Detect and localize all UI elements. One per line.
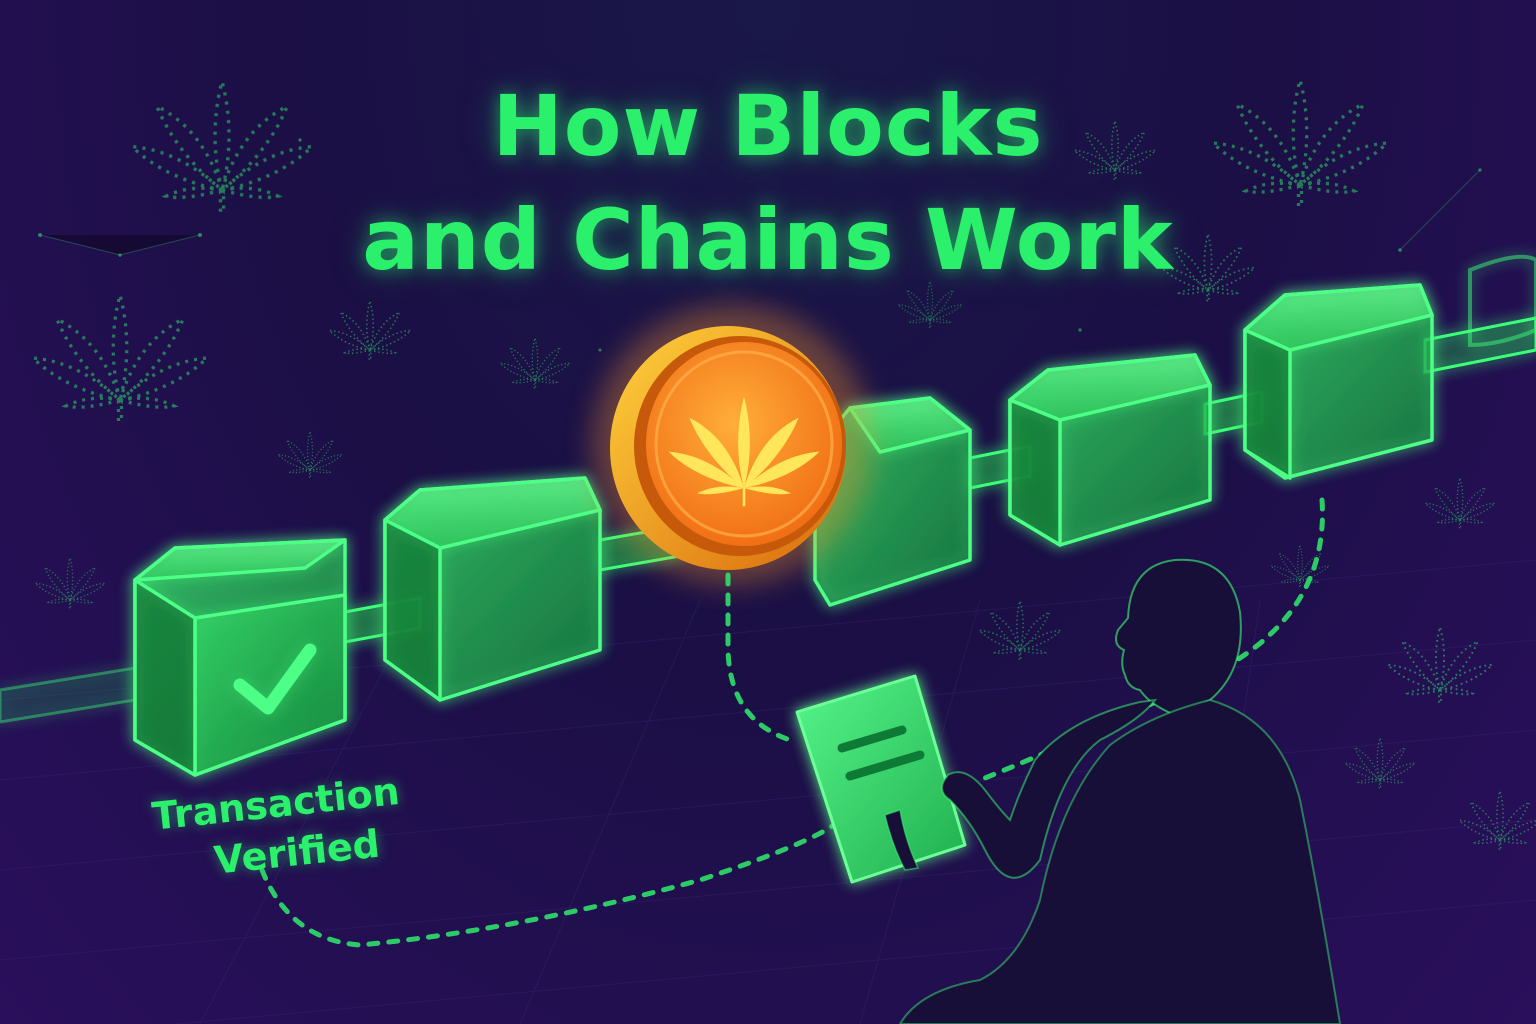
block-2 [383,476,602,702]
cannabis-leaf-icon [34,557,106,610]
checkmark-icon [233,643,317,715]
cannabis-leaf-icon [1458,790,1536,851]
page-title-line-2: and Chains Work [362,191,1174,289]
cannabis-leaf-icon [277,430,343,479]
page-title-line-1: How Blocks [492,77,1044,175]
block-4 [1008,353,1212,547]
cannabis-leaf-icon [1424,477,1496,530]
cannabis-leaf-icon [31,293,209,423]
cannabis-leaf-icon [1344,737,1416,790]
block-5 [1243,283,1434,480]
background-grid [0,559,1536,1024]
cannabis-leaf-icon [1270,544,1330,588]
network-dots [38,118,1482,352]
cannabis-leaf-icon [1386,626,1494,704]
cannabis-leaf-icon [328,300,412,361]
coin-icon [592,305,872,585]
block-1 [133,538,347,777]
person-silhouette [884,558,1342,1024]
cannabis-leaf-icon [499,337,571,390]
chain-ring [1468,254,1536,348]
document-icon [795,674,967,884]
network-lines [39,169,1481,256]
